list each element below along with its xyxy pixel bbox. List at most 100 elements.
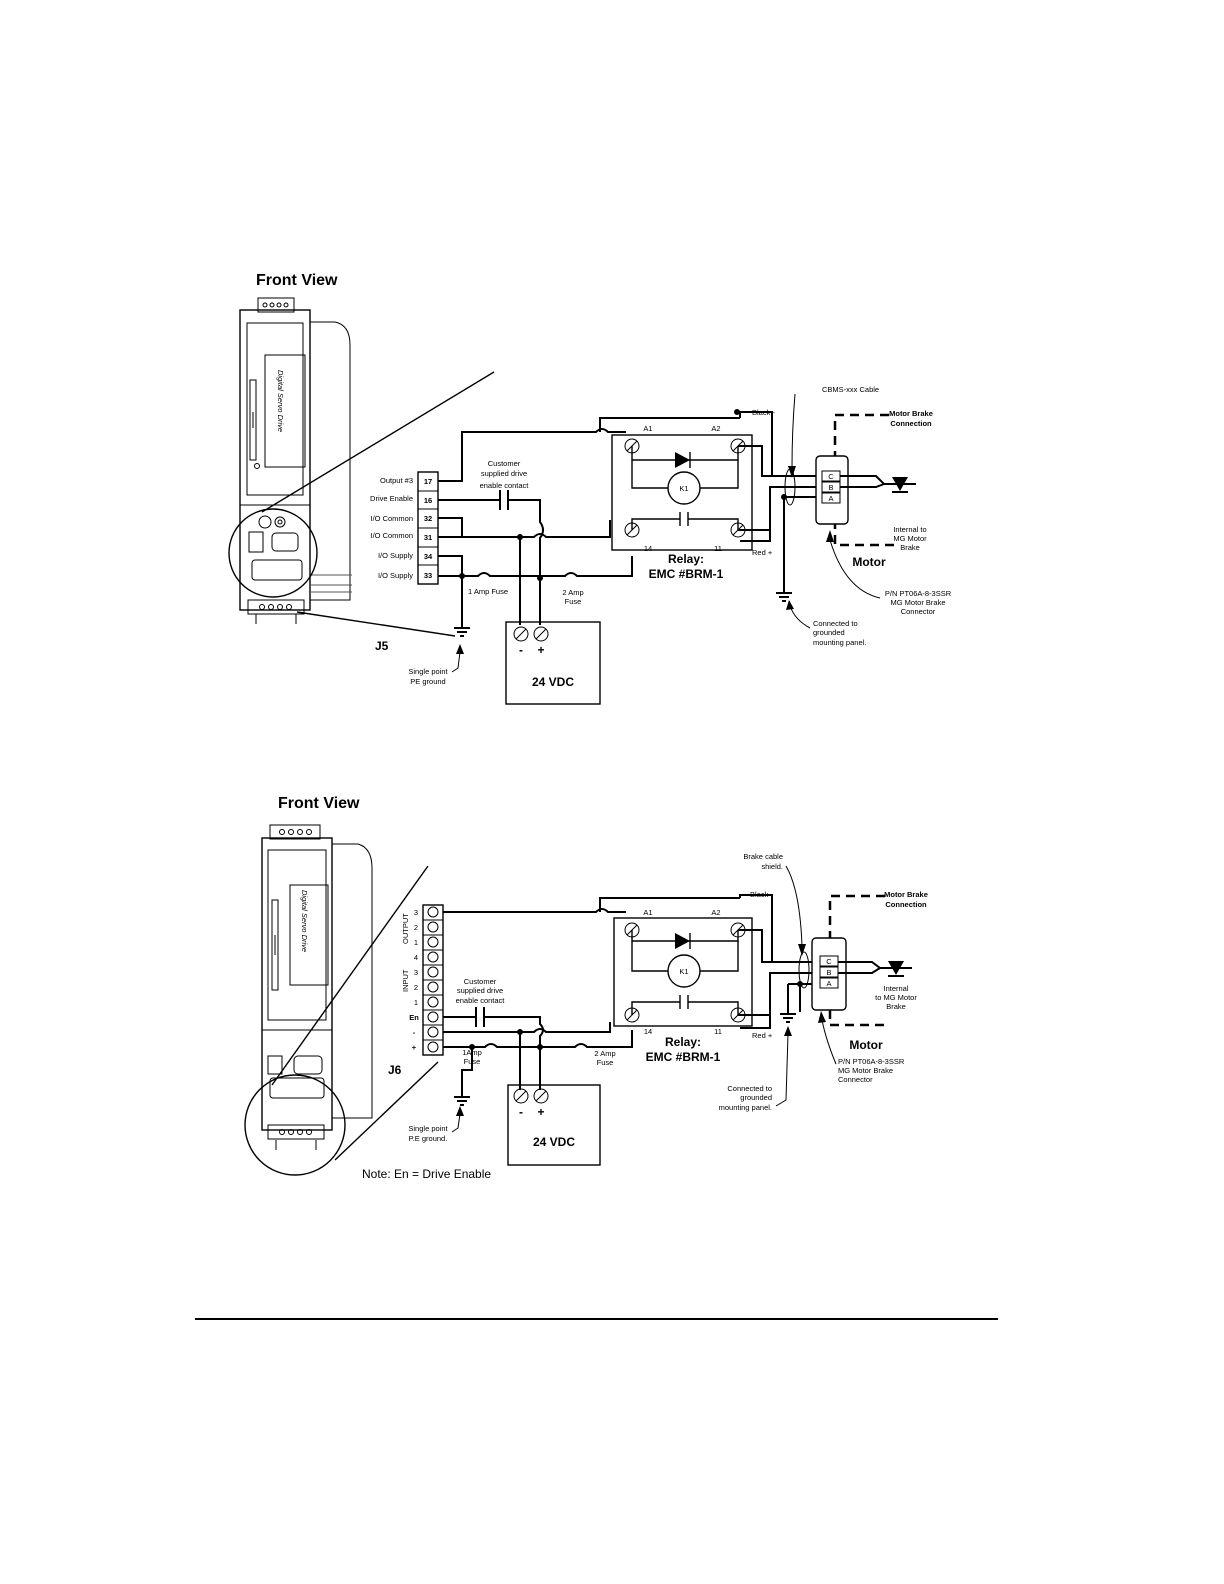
wiring-1: Customer supplied drive enable contact 1… bbox=[438, 417, 740, 625]
black-wire-label: Black - bbox=[750, 890, 773, 899]
pin-label: B bbox=[828, 483, 833, 492]
internal-label: Internal bbox=[883, 984, 908, 993]
fuse1-label: 1 Amp Fuse bbox=[468, 587, 508, 596]
terminal-pin: 16 bbox=[424, 496, 432, 505]
terminal-block-2: 3 2 1 4 3 2 1 En - + OUTPUT INPUT bbox=[401, 904, 444, 1056]
supply-2: Single point P.E ground. - + 24 VDC Note… bbox=[362, 1047, 601, 1181]
brake-connection-label: Motor Brake bbox=[889, 409, 933, 418]
pe-ground-label: P.E ground. bbox=[409, 1134, 448, 1143]
input-group-label: INPUT bbox=[401, 969, 410, 992]
grounded-label: mounting panel. bbox=[719, 1103, 772, 1112]
pe-ground-label: Single point bbox=[408, 667, 448, 676]
pin-number: 3 bbox=[414, 908, 418, 917]
relay-part-number: EMC #BRM-1 bbox=[649, 567, 724, 581]
k1-coil-label: K1 bbox=[679, 967, 688, 976]
grounded-label: Connected to bbox=[813, 619, 858, 628]
brake-connection-label: Connection bbox=[885, 900, 927, 909]
pn-label: Connector bbox=[901, 607, 936, 616]
relay-a2-label: A2 bbox=[711, 908, 720, 917]
pn-label: P/N PT06A-8-3SSR bbox=[838, 1057, 905, 1066]
relay-14-label: 14 bbox=[644, 1027, 652, 1036]
connector-label-j5: J5 bbox=[375, 639, 389, 653]
motor-brake-2: Brake cable shield. Black - Red + C B A … bbox=[719, 852, 928, 1112]
supply-minus: - bbox=[519, 643, 523, 657]
relay-a2-label: A2 bbox=[711, 424, 720, 433]
relay-a1-label: A1 bbox=[643, 424, 652, 433]
grounded-label: grounded bbox=[740, 1093, 772, 1102]
pn-label: Connector bbox=[838, 1075, 873, 1084]
contact-label: supplied drive bbox=[481, 469, 527, 478]
motor-label: Motor bbox=[849, 1038, 883, 1052]
pin-label: A bbox=[828, 494, 833, 503]
pn-label: P/N PT06A-8-3SSR bbox=[885, 589, 952, 598]
contact-label: Customer bbox=[464, 977, 497, 986]
red-wire-label: Red + bbox=[752, 548, 773, 557]
fuse2-label: Fuse bbox=[565, 597, 582, 606]
contact-label: supplied drive bbox=[457, 986, 503, 995]
connector-label-j6: J6 bbox=[388, 1063, 402, 1077]
relay-part-number: EMC #BRM-1 bbox=[646, 1050, 721, 1064]
pin-number: 1 bbox=[414, 998, 418, 1007]
terminal-pin: 31 bbox=[424, 533, 432, 542]
terminal-pin: 33 bbox=[424, 571, 432, 580]
drive-label-1: Digital Servo Drive bbox=[276, 370, 285, 432]
pn-label: MG Motor Brake bbox=[890, 598, 945, 607]
fuse2-label: Fuse bbox=[597, 1058, 614, 1067]
brake-connection-label: Motor Brake bbox=[884, 890, 928, 899]
relay-title: Relay: bbox=[668, 552, 704, 566]
supply-plus: + bbox=[537, 643, 544, 657]
internal-label: Brake bbox=[900, 543, 920, 552]
internal-label: Brake bbox=[886, 1002, 906, 1011]
shield-label: shield. bbox=[761, 862, 783, 871]
k1-coil-label: K1 bbox=[679, 484, 688, 493]
supply-label: 24 VDC bbox=[533, 1135, 575, 1149]
supply-minus: - bbox=[519, 1105, 523, 1119]
pin-number: + bbox=[412, 1043, 417, 1052]
motor-label: Motor bbox=[852, 555, 886, 569]
pin-number: En bbox=[409, 1013, 419, 1022]
terminal-label: I/O Supply bbox=[378, 551, 413, 560]
shield-label: Brake cable bbox=[743, 852, 783, 861]
terminal-label: Output #3 bbox=[380, 476, 413, 485]
pin-label: A bbox=[826, 979, 831, 988]
pin-number: - bbox=[413, 1028, 416, 1037]
relay-11-label: 11 bbox=[714, 1027, 722, 1036]
pin-number: 2 bbox=[414, 983, 418, 992]
pin-label: C bbox=[828, 472, 834, 481]
servo-drive-1: Digital Servo Drive bbox=[228, 297, 495, 637]
terminal-label: I/O Common bbox=[370, 514, 413, 523]
servo-drive-2: Digital Servo Drive J6 bbox=[244, 824, 439, 1176]
internal-label: Internal to bbox=[893, 525, 926, 534]
relay-2: K1 A1 A2 14 11 Relay: EMC #BRM-1 bbox=[613, 908, 753, 1064]
grounded-label: grounded bbox=[813, 628, 845, 637]
terminal-label: Drive Enable bbox=[370, 494, 413, 503]
terminal-pin: 32 bbox=[424, 514, 432, 523]
supply-label: 24 VDC bbox=[532, 675, 574, 689]
contact-label: Customer bbox=[488, 459, 521, 468]
brake-connection-label: Connection bbox=[890, 419, 932, 428]
grounded-label: Connected to bbox=[727, 1084, 772, 1093]
pin-label: B bbox=[826, 968, 831, 977]
red-wire-label: Red + bbox=[752, 1031, 773, 1040]
internal-label: MG Motor bbox=[893, 534, 927, 543]
internal-label: to MG Motor bbox=[875, 993, 917, 1002]
front-view-title-1: Front View bbox=[256, 272, 338, 289]
fuse2-label: 2 Amp bbox=[594, 1049, 615, 1058]
supply-plus: + bbox=[537, 1105, 544, 1119]
terminal-label: I/O Common bbox=[370, 531, 413, 540]
diagram-2: Front View Digital Servo Drive J6 bbox=[244, 795, 928, 1181]
terminal-label: I/O Supply bbox=[378, 571, 413, 580]
output-group-label: OUTPUT bbox=[401, 913, 410, 944]
pe-ground-label: PE ground bbox=[410, 677, 445, 686]
contact-label: enable contact bbox=[456, 996, 506, 1005]
supply-1: Single point PE ground J5 - + 24 VDC bbox=[375, 576, 601, 705]
pe-ground-label: Single point bbox=[408, 1124, 448, 1133]
relay-14-label: 14 bbox=[644, 544, 652, 553]
terminal-pin: 34 bbox=[424, 552, 433, 561]
pn-label: MG Motor Brake bbox=[838, 1066, 893, 1075]
motor-brake-1: CBMS-xxx Cable Black - Red + C B A Motor… bbox=[734, 385, 952, 647]
relay-1: K1 A1 A2 14 11 Relay: EMC #BRM-1 bbox=[611, 424, 753, 581]
pin-number: 2 bbox=[414, 923, 418, 932]
diagram-1: Front View Digital Servo Drive bbox=[228, 272, 952, 705]
relay-title: Relay: bbox=[665, 1035, 701, 1049]
